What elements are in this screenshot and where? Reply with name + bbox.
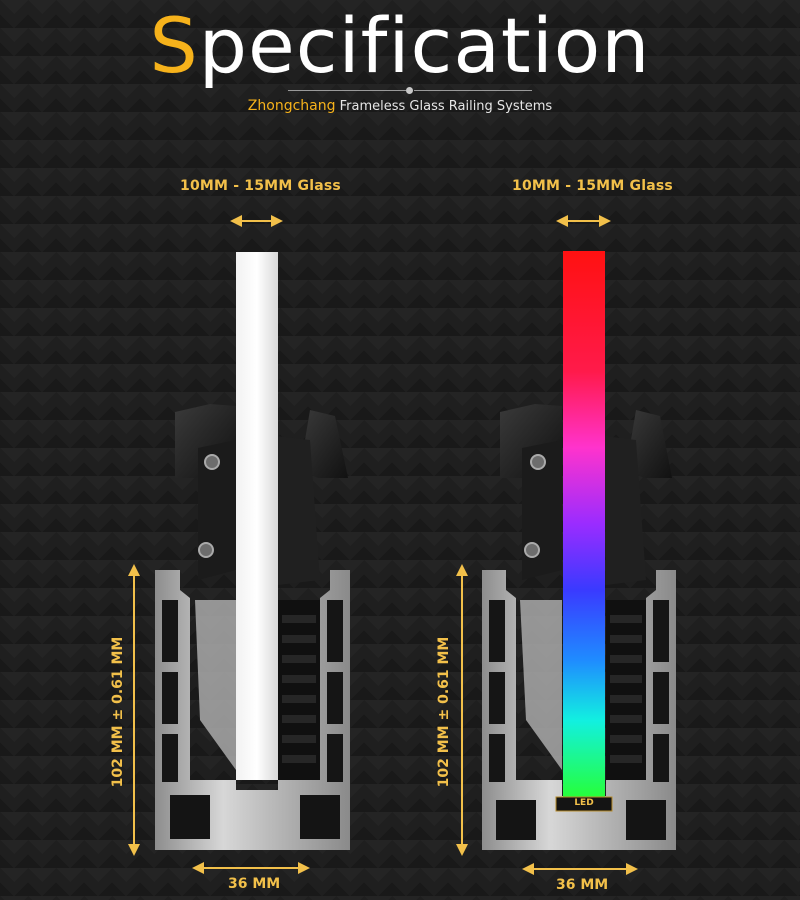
right-glass-label: 10MM - 15MM Glass: [512, 178, 673, 194]
left-width-label: 36 MM: [228, 876, 281, 892]
right-height-label: 102 MM ± 0.61 MM: [436, 636, 452, 788]
left-height-label: 102 MM ± 0.61 MM: [110, 636, 126, 788]
left-glass-panel: [236, 252, 278, 780]
led-strip: [555, 796, 613, 812]
title-rest: pecification: [198, 1, 651, 90]
subtitle-brand: Zhongchang: [247, 98, 336, 114]
title-initial: S: [149, 1, 199, 90]
page-subtitle: Zhongchang Frameless Glass Railing Syste…: [0, 98, 800, 114]
right-base-shoe: [482, 404, 676, 850]
led-label: LED: [574, 798, 594, 808]
right-led-glass-panel: [563, 251, 605, 797]
subtitle-rest: Frameless Glass Railing Systems: [335, 99, 553, 114]
title-divider-right: [414, 90, 532, 91]
title-divider-left: [288, 90, 406, 91]
left-base-shoe: [155, 404, 350, 850]
title-divider-dot: [406, 87, 413, 94]
left-glass-label: 10MM - 15MM Glass: [180, 178, 341, 194]
right-width-label: 36 MM: [556, 877, 609, 893]
page-title: Specification: [0, 0, 800, 92]
